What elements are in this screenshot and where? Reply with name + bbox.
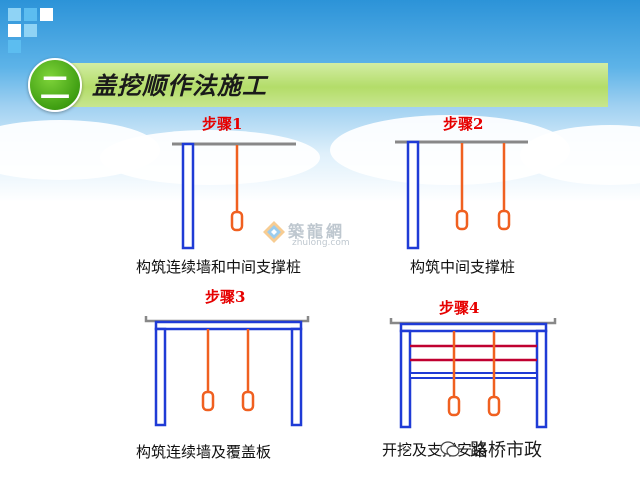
- cover-slab: [154, 320, 303, 331]
- pile-base: [487, 395, 501, 417]
- wechat-icon: [440, 441, 460, 457]
- source-label: 路桥市政: [470, 440, 542, 461]
- diaphragm-wall: [535, 329, 548, 429]
- diaphragm-wall: [154, 327, 167, 427]
- step-1-label: 步骤1: [202, 115, 243, 133]
- step-4-caption: 开挖及支撑安装: [382, 441, 488, 459]
- watermark-name: 築龍網: [288, 222, 346, 241]
- step-3-caption: 构筑连续墙及覆盖板: [136, 443, 272, 461]
- step-2-label: 步骤2: [443, 115, 484, 133]
- watermark-logo-icon: [263, 221, 285, 243]
- page-title: 盖挖顺作法施工: [92, 71, 267, 100]
- header-bar: [28, 63, 608, 107]
- pile-base: [201, 390, 215, 412]
- step-1-diagram: [172, 142, 296, 250]
- step-4-label: 步骤4: [439, 299, 480, 317]
- ground-line: [389, 318, 557, 325]
- pile-base: [230, 210, 244, 232]
- excavation-level: [409, 372, 538, 379]
- diaphragm-wall: [181, 142, 195, 250]
- diaphragm-wall: [399, 329, 412, 429]
- watermark-url: zhulong.com: [292, 238, 350, 248]
- pile-base: [447, 395, 461, 417]
- pile-base: [241, 390, 255, 412]
- step-3-diagram: [144, 316, 310, 427]
- pile-base: [497, 209, 511, 231]
- section-number-badge: 二: [28, 58, 82, 112]
- step-3-label: 步骤3: [205, 288, 246, 306]
- diaphragm-wall: [406, 140, 420, 250]
- step-1-caption: 构筑连续墙和中间支撑桩: [136, 258, 302, 276]
- cloud: [100, 130, 320, 185]
- section-number: 二: [40, 71, 70, 106]
- step-2-diagram: [395, 140, 528, 250]
- diaphragm-wall: [290, 327, 303, 427]
- ground-line: [144, 316, 310, 323]
- pile-base: [455, 209, 469, 231]
- cover-slab: [399, 322, 548, 333]
- step-4-diagram: [389, 318, 557, 429]
- step-2-caption: 构筑中间支撑桩: [410, 258, 516, 276]
